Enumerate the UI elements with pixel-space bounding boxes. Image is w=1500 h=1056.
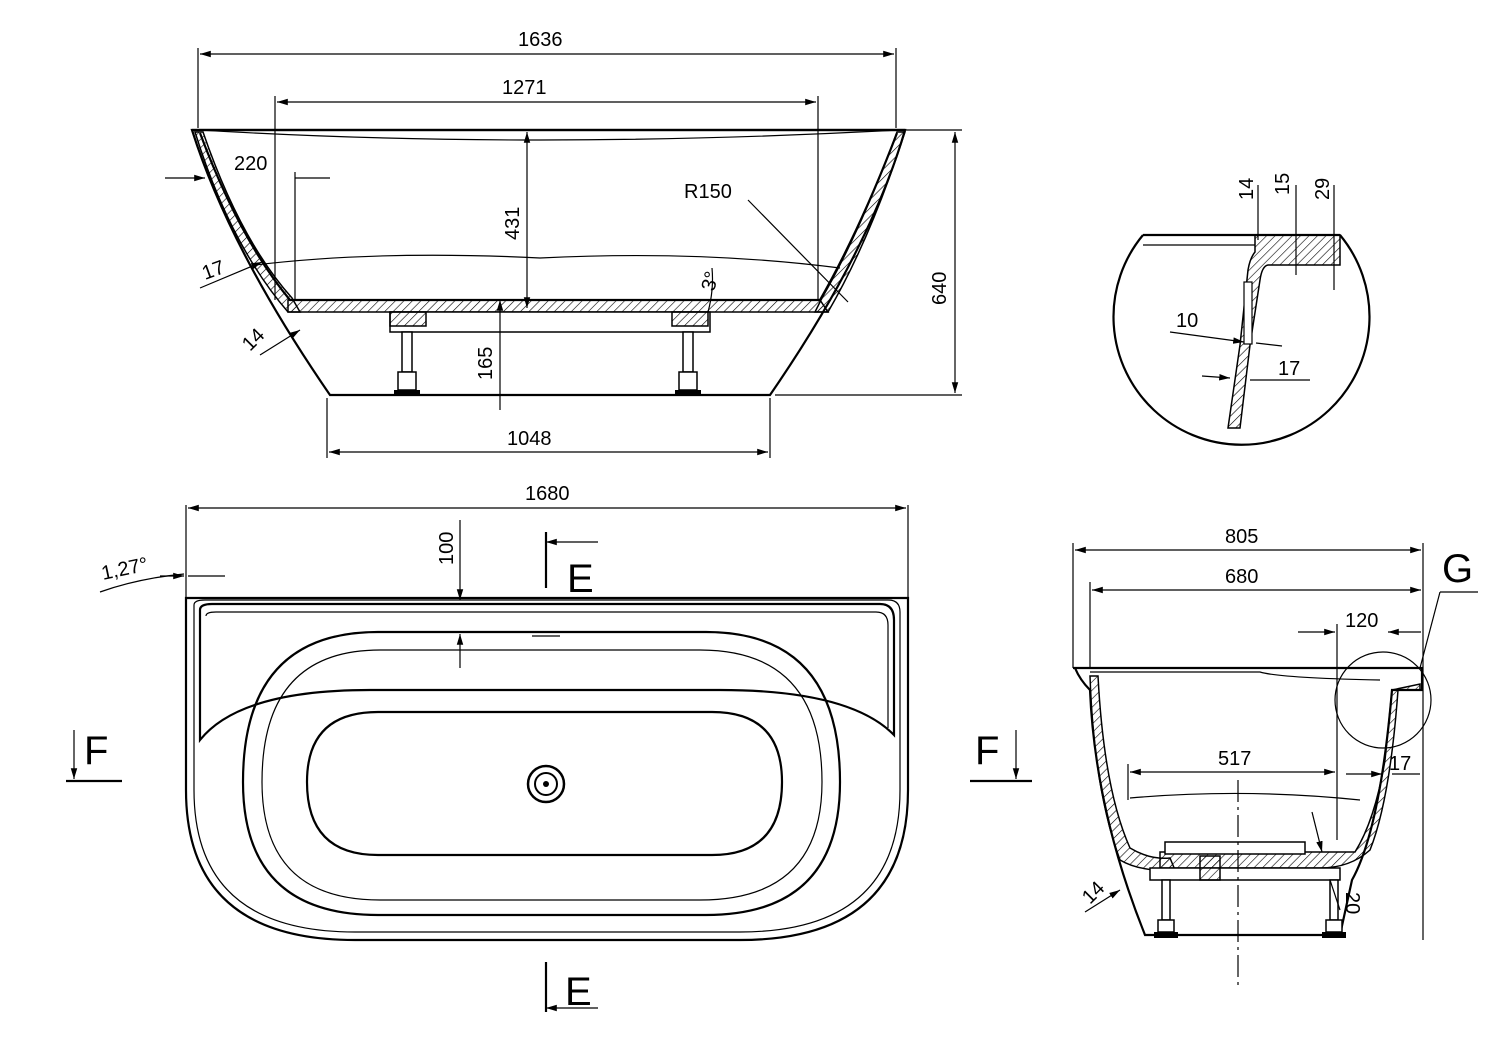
section-e-top: E <box>544 532 598 601</box>
dim-side-wall-bottom: 14 <box>238 324 269 355</box>
section-e-label-top: E <box>567 557 594 601</box>
detail-g: 14 15 29 10 17 <box>1112 173 1371 446</box>
plan-outer <box>184 596 910 942</box>
plan-view: 1680 1,27° 100 E E F F <box>66 483 1032 1014</box>
side-rim-inner <box>199 129 901 141</box>
side-wall-right-section <box>813 131 907 313</box>
side-water-line <box>254 254 841 269</box>
side-frame <box>389 311 711 333</box>
dim-g-17: 17 <box>1278 358 1300 380</box>
end-leg-right <box>1322 879 1346 938</box>
section-f-label-left: F <box>84 729 108 773</box>
dim-end-wall: 17 <box>1389 753 1411 775</box>
dim-g-14: 14 <box>1236 178 1258 200</box>
dim-end-floor: 20 <box>1341 892 1363 914</box>
plan-back-ledge <box>198 602 896 744</box>
dim-side-inner-length: 1271 <box>502 77 547 99</box>
side-bottom-section <box>287 299 830 313</box>
side-frame-block-right <box>671 311 709 327</box>
side-leg-right <box>675 331 701 396</box>
side-frame-block-left <box>389 311 427 327</box>
side-view: 1636 1271 220 R150 431 640 17 14 3° 165 <box>165 29 962 458</box>
side-inner-wall <box>198 132 899 302</box>
drain-icon <box>526 764 566 804</box>
detail-g-circle <box>1112 234 1371 446</box>
end-bottom-section <box>1159 683 1421 869</box>
dim-end-overall-width: 805 <box>1225 526 1258 548</box>
dim-side-lip-offset: 220 <box>234 153 267 175</box>
dim-end-inner-width: 680 <box>1225 566 1258 588</box>
end-outer-shell <box>1073 667 1424 937</box>
section-f-right: F <box>970 729 1032 783</box>
dim-end-base-width: 517 <box>1218 748 1251 770</box>
detail-g-callout <box>1334 651 1432 749</box>
detail-g-section <box>1227 234 1341 429</box>
dim-end-wall-bottom: 14 <box>1078 877 1109 908</box>
dim-side-total-height: 640 <box>929 272 951 305</box>
dim-side-overall-length: 1636 <box>518 29 563 51</box>
plan-bottom-flat <box>305 710 784 857</box>
section-f-label-right: F <box>975 729 999 773</box>
dim-plan-overall-length: 1680 <box>525 483 570 505</box>
dim-plan-rim-offset: 100 <box>436 532 458 565</box>
section-f-left: F <box>66 729 122 783</box>
dim-g-15: 15 <box>1272 173 1294 195</box>
dim-side-inner-depth: 431 <box>502 207 524 240</box>
end-leg-left <box>1154 879 1178 938</box>
dim-g-10: 10 <box>1176 310 1198 332</box>
dim-side-base-length: 1048 <box>507 428 552 450</box>
dim-side-radius: R150 <box>684 181 732 203</box>
plan-inner-basin <box>241 630 842 917</box>
detail-g-label: G <box>1442 547 1473 591</box>
side-outer-shell <box>190 128 907 397</box>
end-view: G 805 680 120 17 517 14 20 <box>1072 526 1478 985</box>
section-e-bottom: E <box>544 962 598 1014</box>
dim-g-29: 29 <box>1312 178 1334 200</box>
dim-side-leg-height: 165 <box>475 347 497 380</box>
dim-end-ledge: 120 <box>1345 610 1378 632</box>
plan-rim-inner <box>193 599 901 933</box>
end-wall-left-section <box>1089 675 1177 872</box>
dim-side-slope: 3° <box>698 269 724 293</box>
side-leg-left <box>394 331 420 396</box>
section-e-label-bottom: E <box>565 970 592 1014</box>
dim-side-wall-top: 17 <box>199 256 227 284</box>
